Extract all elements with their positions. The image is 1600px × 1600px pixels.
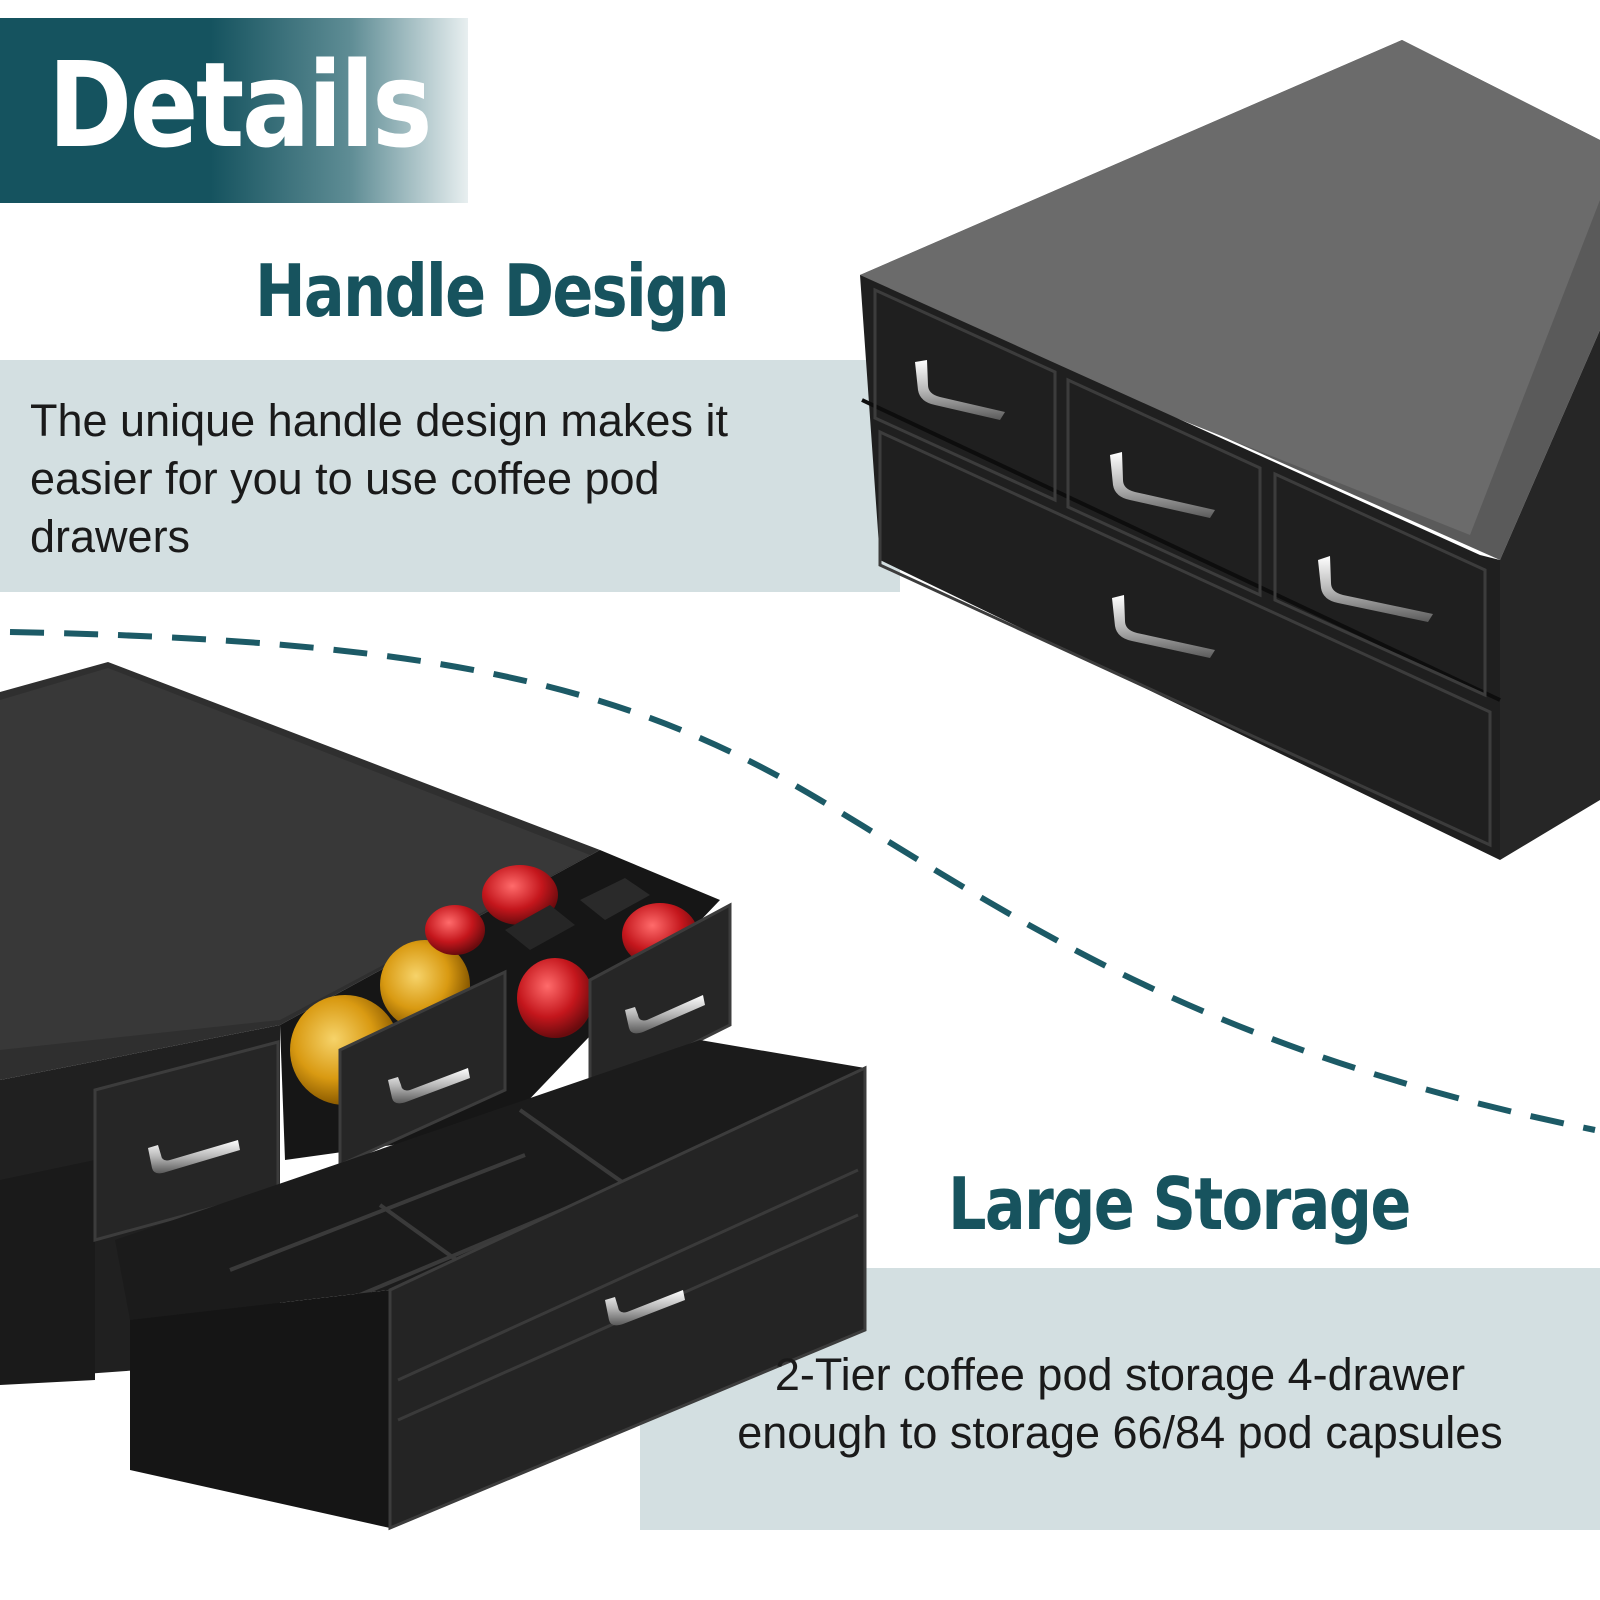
description-line: 2-Tier coffee pod storage 4-drawer (774, 1349, 1466, 1400)
description-line: easier for you to use coffee pod (30, 453, 660, 504)
drawer-handle-icon (388, 1068, 470, 1104)
drawer-handle-icon (1318, 556, 1433, 622)
drawer-handle-icon (625, 995, 705, 1034)
dashed-curve (9, 629, 1596, 1133)
coffee-pod-capsule-icon (517, 958, 593, 1038)
handle-design-description: The unique handle design makes it easier… (30, 392, 890, 566)
large-storage-description: 2-Tier coffee pod storage 4-drawer enoug… (660, 1346, 1580, 1462)
description-line: The unique handle design makes it (30, 395, 728, 446)
drawer-handle-icon (915, 360, 1005, 420)
coffee-pod-capsule-icon (425, 905, 485, 955)
closed-organizer (860, 40, 1600, 860)
handle-text-band (0, 360, 900, 592)
open-organizer (0, 662, 867, 1531)
description-line: enough to storage 66/84 pod capsules (737, 1407, 1503, 1458)
drawer-handle-icon (148, 1140, 240, 1174)
large-storage-heading: Large Storage (948, 1162, 1411, 1246)
coffee-pod-capsule-icon (482, 865, 558, 925)
drawer-handle-icon (1110, 452, 1215, 518)
details-banner: Details (0, 18, 468, 203)
description-line: drawers (30, 511, 191, 562)
details-title: Details (48, 36, 433, 174)
handle-design-heading: Handle Design (255, 249, 730, 333)
drawer-handle-icon (1112, 595, 1215, 658)
drawer-handle-icon (605, 1290, 685, 1326)
